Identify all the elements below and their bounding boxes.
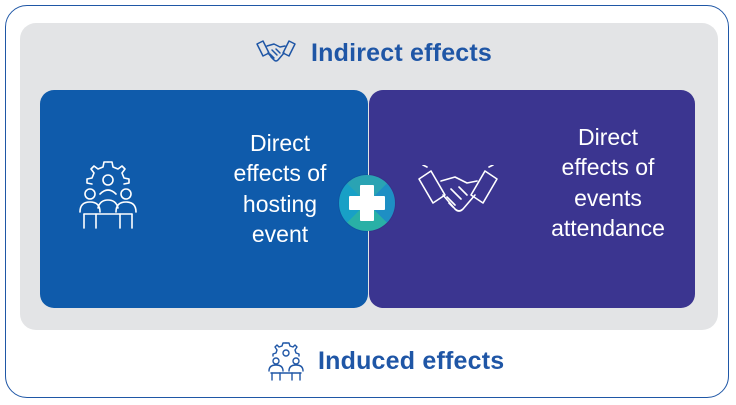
direct-attendance-label: Direct effects of events attendance (551, 124, 665, 242)
plus-icon (339, 175, 395, 231)
induced-effects-label: Induced effects (318, 346, 505, 375)
induced-effects-title: Induced effects (264, 341, 504, 381)
indirect-effects-title: Indirect effects (255, 38, 492, 68)
direct-hosting-label: Direct effects of hosting event (233, 130, 327, 248)
handshake-icon (417, 165, 499, 227)
direct-attendance-box: Direct effects of events attendance (369, 90, 695, 308)
handshake-icon (255, 38, 297, 68)
direct-hosting-box: Direct effects of hosting event (40, 90, 368, 308)
team-gear-icon (70, 158, 146, 230)
indirect-effects-label: Indirect effects (311, 38, 493, 67)
team-gear-icon (264, 341, 308, 381)
